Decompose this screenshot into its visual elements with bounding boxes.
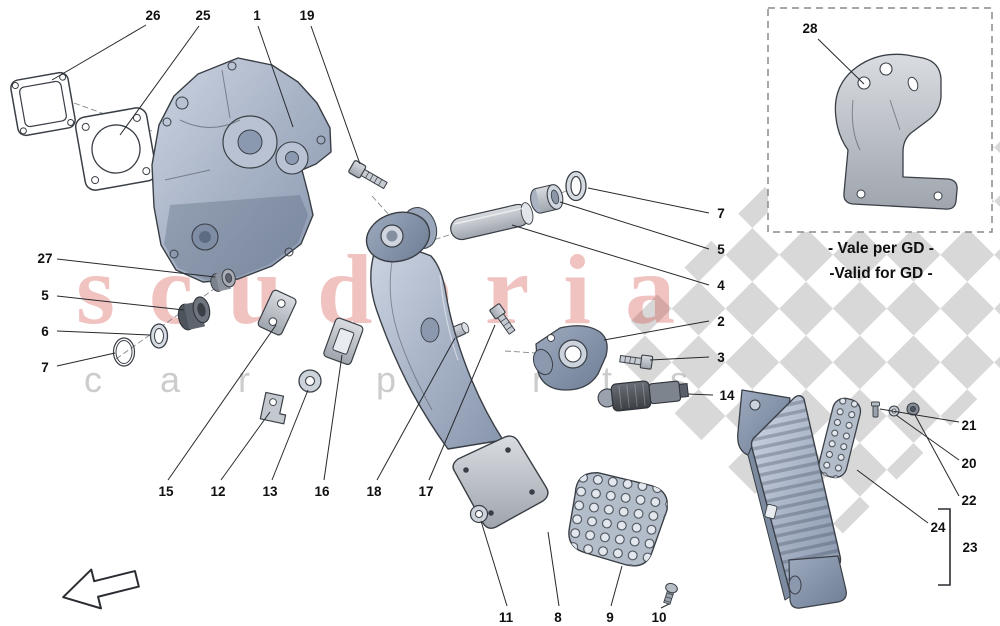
callout-number-4-7: 4: [717, 278, 725, 293]
leader-line-19: [310, 25, 361, 165]
gasket-part-25: [74, 107, 158, 191]
bracket-part-28: [834, 53, 958, 210]
leader-line-7: [587, 187, 710, 214]
snap-ring-part-7-left: [112, 337, 136, 367]
gasket-part-26: [10, 71, 76, 137]
support-bracket-part-2: [532, 325, 608, 391]
callout-number-8-22: 8: [554, 610, 562, 625]
callout-number-1-2: 1: [253, 8, 261, 23]
leader-line-21: [879, 408, 960, 423]
callout-number-17-20: 17: [418, 484, 433, 499]
callout-number-25-1: 25: [195, 8, 211, 23]
callout-number-5-6: 5: [717, 242, 725, 257]
gd-note-line1: - Vale per GD -: [828, 240, 934, 257]
callout-number-22-27: 22: [961, 493, 976, 508]
callout-number-7-5: 7: [717, 206, 725, 221]
callout-number-7-14: 7: [41, 360, 49, 375]
leader-line-4: [511, 224, 710, 286]
callout-number-19-3: 19: [299, 8, 314, 23]
leader-line-17: [428, 324, 496, 481]
callout-number-16-18: 16: [314, 484, 330, 499]
leader-line-5: [56, 295, 185, 311]
callout-number-27-11: 27: [37, 251, 52, 266]
bolt-part-17: [489, 303, 516, 335]
bracket-plate-part-15: [257, 289, 297, 336]
leader-line-18: [376, 337, 456, 481]
leader-line-7: [56, 352, 116, 367]
leader-line-26: [51, 24, 147, 81]
callout-number-20-26: 20: [961, 456, 976, 471]
range-bracket-23: [938, 508, 951, 586]
snap-ring-part-7: [565, 170, 587, 202]
pedal-pad-part-24: [818, 397, 862, 479]
leader-line-5: [559, 201, 710, 250]
callout-number-13-17: 13: [262, 484, 278, 499]
leader-line-28: [817, 38, 865, 85]
leader-line-2: [603, 320, 710, 341]
pedal-plate-part-8: [452, 435, 549, 530]
callout-number-10-24: 10: [651, 610, 666, 625]
ring-part-6: [149, 323, 169, 349]
nut-part-21: [906, 402, 920, 416]
callout-number-18-19: 18: [366, 484, 382, 499]
callout-number-12-16: 12: [210, 484, 225, 499]
leader-line-3: [649, 356, 710, 361]
callout-number-21-25: 21: [961, 418, 977, 433]
bushing-part-5: [177, 296, 211, 331]
leader-line-6: [56, 330, 151, 336]
leader-line-9: [610, 565, 623, 607]
bolt-part-3: [619, 354, 654, 370]
callout-number-26-0: 26: [145, 8, 161, 23]
leader-line-15: [167, 324, 277, 481]
direction-arrow: [62, 568, 140, 610]
bolt-part-19: [348, 160, 388, 190]
leader-line-8: [547, 531, 560, 607]
brake-pedal-arm: [365, 207, 504, 450]
spacer-part-5: [530, 184, 564, 214]
callout-number-23-29: 23: [962, 540, 978, 555]
pedal-rubber-pad-part-9: [568, 472, 669, 567]
leader-line-25: [119, 25, 200, 136]
leader-line-12: [220, 411, 271, 481]
bolt-part-10: [663, 582, 678, 605]
callout-number-6-13: 6: [41, 324, 49, 339]
leader-line-24: [856, 469, 929, 524]
accelerator-pedal-assembly: [737, 389, 847, 609]
washer-part-11: [469, 504, 489, 524]
washer-part-13: [298, 369, 322, 393]
leader-line-27: [56, 258, 216, 278]
callout-number-14-10: 14: [719, 388, 735, 403]
callout-number-28-4: 28: [802, 21, 818, 36]
callout-number-11-21: 11: [499, 610, 514, 625]
bracket-part-16: [323, 317, 364, 365]
throttle-sensor-part-14: [597, 380, 689, 412]
callout-number-9-23: 9: [606, 610, 614, 625]
leader-line-14: [687, 393, 714, 396]
callout-number-2-8: 2: [717, 314, 725, 329]
callout-number-24-28: 24: [930, 520, 946, 535]
checkered-flag-background: [606, 41, 1000, 558]
pivot-pin-part-4: [450, 202, 534, 241]
leader-line-11: [480, 520, 508, 607]
leader-line-1: [257, 25, 294, 128]
nut-part-27: [210, 268, 236, 292]
leader-line-22: [914, 414, 960, 497]
leader-line-16: [323, 354, 343, 481]
fastener-pin-22: [871, 401, 880, 418]
leader-line-10: [660, 603, 670, 609]
gd-note-line2: -Valid for GD -: [829, 265, 932, 282]
pedal-support-housing-part-1: [151, 57, 332, 283]
leader-line-13: [271, 389, 309, 481]
callout-number-5-12: 5: [41, 288, 49, 303]
callout-number-15-15: 15: [158, 484, 174, 499]
callout-number-3-9: 3: [717, 350, 725, 365]
